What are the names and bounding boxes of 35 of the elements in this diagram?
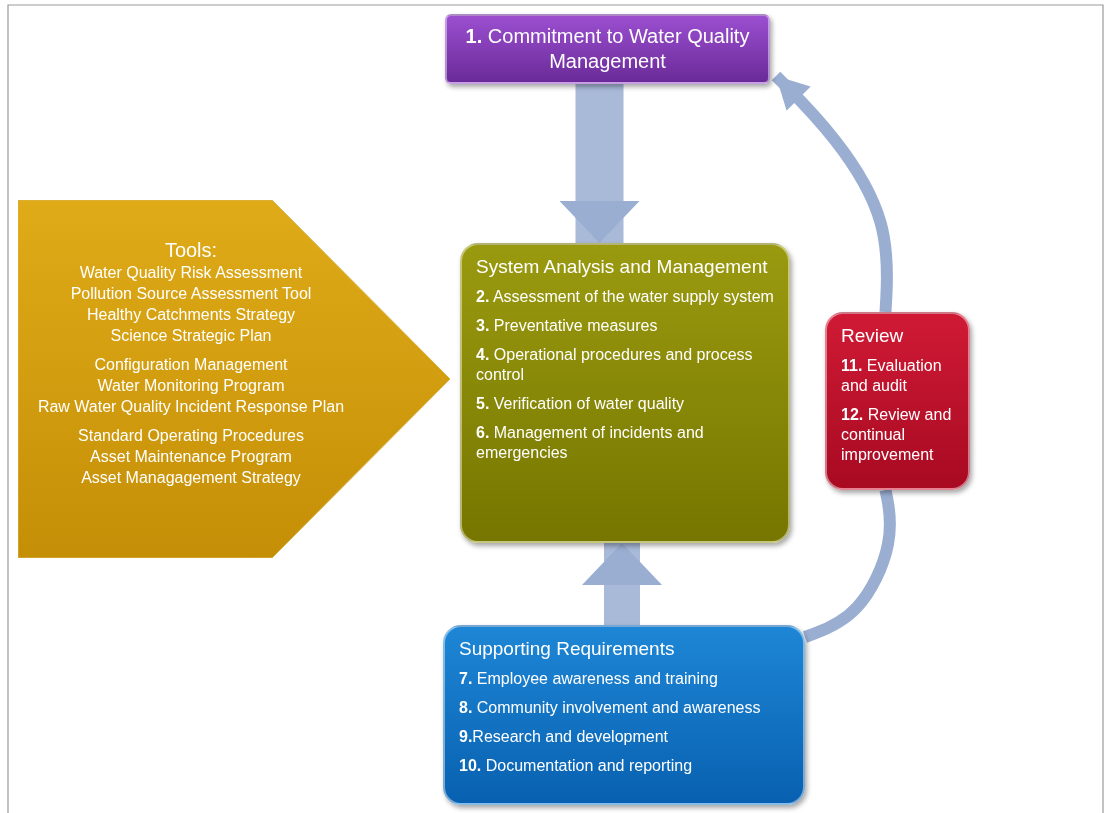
node-heading: System Analysis and Management (476, 255, 769, 279)
list-item: Water Monitoring Program (96, 376, 286, 396)
process-box (460, 243, 790, 543)
list-item: Water Quality Risk Assessment (78, 263, 304, 283)
process-box (825, 312, 970, 490)
list-item: Asset Managagement Strategy (80, 468, 302, 488)
node-title: 1. Commitment to Water Quality Management (464, 24, 751, 74)
node-heading: Review (841, 324, 905, 348)
node-heading: Supporting Requirements (459, 637, 676, 661)
process-box (443, 625, 805, 805)
list-item: 8. Community involvement and awareness (459, 698, 762, 718)
list-item: Configuration Management (93, 355, 289, 375)
list-item: 2. Assessment of the water supply system (476, 287, 775, 307)
list-item: 7. Employee awareness and training (459, 669, 719, 689)
list-item: Healthy Catchments Strategy (85, 305, 297, 325)
list-item: Standard Operating Procedures (77, 426, 305, 446)
connector (802, 488, 896, 643)
list-item: 3. Preventative measures (476, 316, 659, 336)
curved-arrow (771, 71, 894, 313)
list-item: 4. Operational procedures and process control (476, 345, 754, 385)
list-item: 11. Evaluation and audit (841, 356, 943, 396)
block-arrow (559, 84, 640, 243)
list-item: Science Strategic Plan (109, 326, 273, 346)
process-box (445, 14, 770, 84)
list-item: 5. Verification of water quality (476, 394, 686, 414)
list-item: 10. Documentation and reporting (459, 756, 694, 776)
node-heading: Tools: (163, 238, 219, 262)
list-item: 6. Management of incidents and emergencies (476, 423, 705, 463)
list-item: Raw Water Quality Incident Response Plan (36, 397, 346, 417)
list-item: 12. Review and continual improvement (841, 405, 953, 465)
tools-pentagon (18, 200, 450, 558)
list-item: Pollution Source Assessment Tool (69, 284, 313, 304)
list-item: 9.Research and development (459, 727, 670, 747)
block-arrow (582, 543, 662, 625)
list-item: Asset Maintenance Program (89, 447, 293, 467)
